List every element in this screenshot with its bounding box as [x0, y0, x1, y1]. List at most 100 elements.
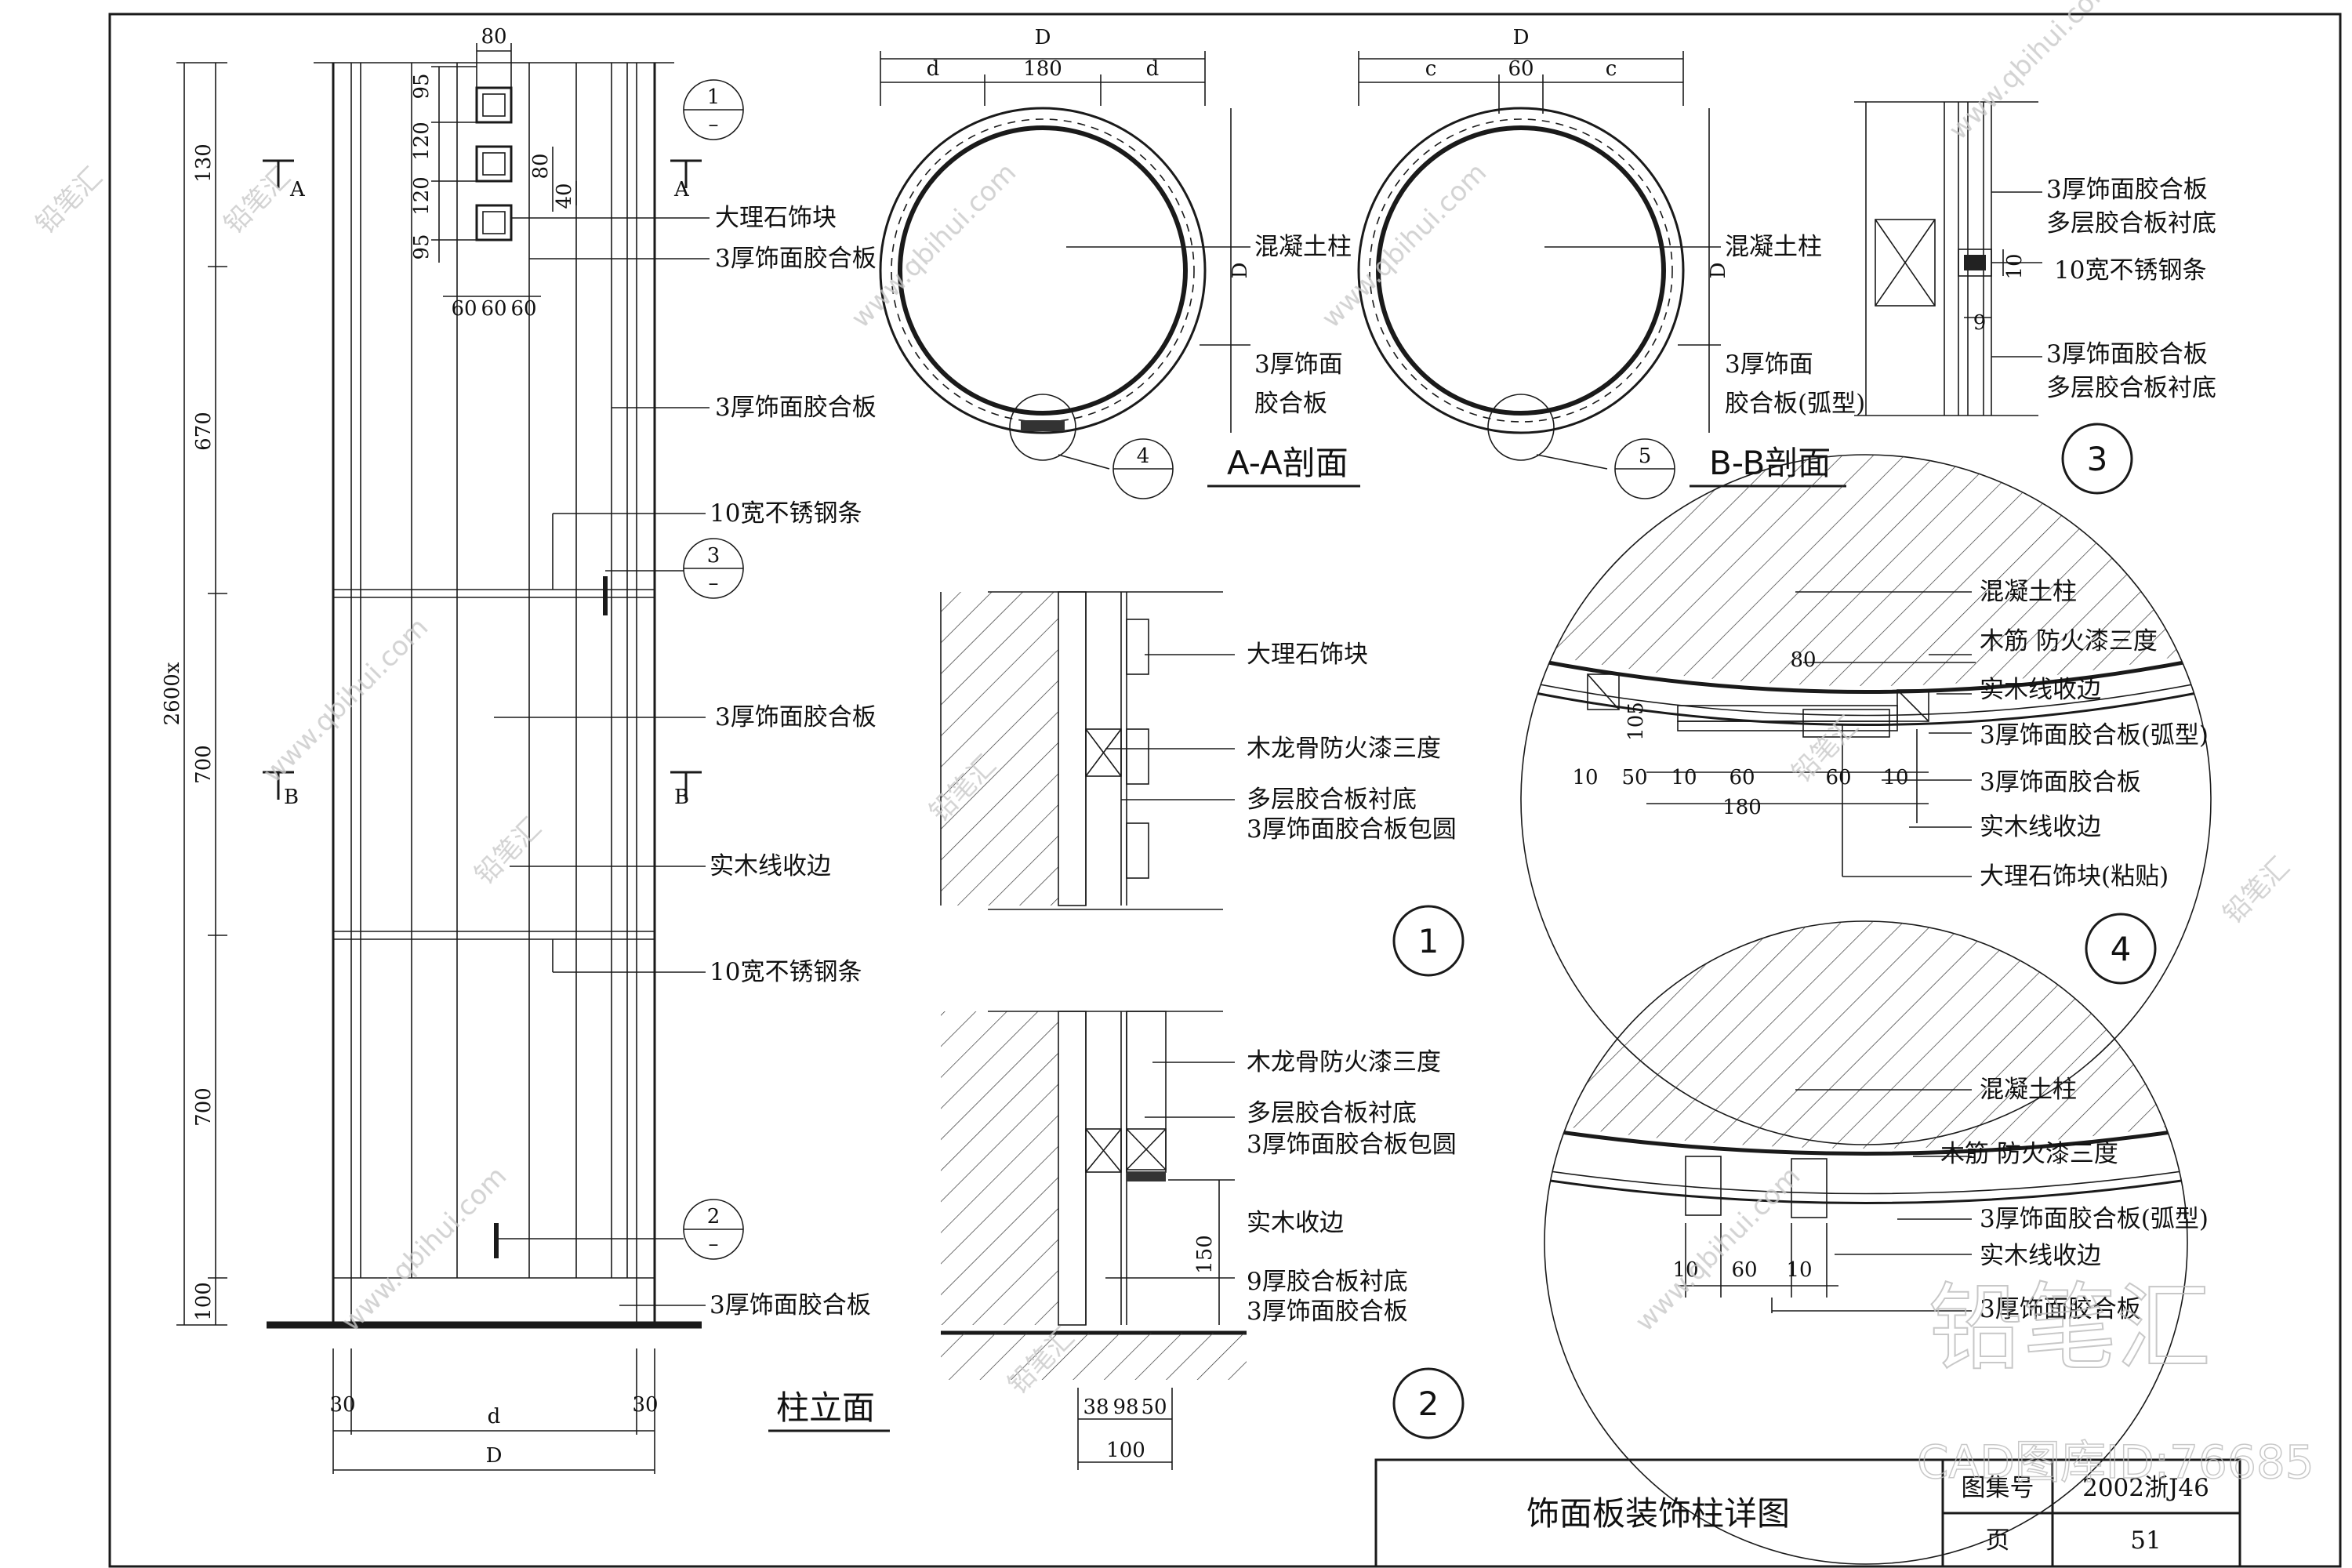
d4-dim: 180	[1722, 796, 1762, 819]
stack-dim: 120	[410, 122, 434, 161]
d2-dim: 38	[1083, 1396, 1109, 1419]
d1-number: 1	[1418, 922, 1439, 960]
d2-label: 木龙骨防火漆三度	[1247, 1048, 1441, 1076]
d5-dim: 10	[1672, 1258, 1698, 1282]
aa-dim: d	[1146, 57, 1160, 81]
bb-dim: c	[1606, 57, 1617, 81]
elev-label: 3厚饰面胶合板	[715, 394, 877, 422]
watermark-layer: 铅笔汇 铅笔汇 www.qbihui.com www.qbihui.com ww…	[30, 0, 2314, 1490]
atlas-number: 2002浙J46	[2082, 1474, 2209, 1502]
elev-label: 10宽不锈钢条	[710, 499, 862, 528]
page-number: 51	[2130, 1526, 2161, 1555]
elevation-title: 柱立面	[776, 1388, 875, 1427]
d4-label: 3厚饰面胶合板(弧型)	[1980, 721, 2209, 750]
marble-block	[475, 145, 513, 183]
d3-label: 10宽不锈钢条	[2054, 256, 2206, 285]
drawing-title: 饰面板装饰柱详图	[1526, 1494, 1790, 1533]
aa-dim: 180	[1023, 57, 1062, 81]
section-a-a: D d 180 d D 混凝土柱 3厚饰面 胶合板 4 A-A剖面	[879, 26, 1360, 499]
aa-label: 胶合板	[1254, 390, 1327, 418]
callout-1: 1	[707, 85, 720, 109]
d1-label: 3厚饰面胶合板包圆	[1247, 815, 1457, 844]
aa-dim: D	[1229, 263, 1252, 279]
elev-label: 实木线收边	[710, 852, 831, 880]
section-mark-b: B	[674, 786, 689, 809]
elev-label: 3厚饰面胶合板	[715, 245, 877, 273]
elev-label: 3厚饰面胶合板	[710, 1291, 871, 1319]
d2-dim: 100	[1106, 1439, 1145, 1462]
d3-label: 多层胶合板衬底	[2046, 374, 2216, 402]
d4-label: 大理石饰块(粘贴)	[1980, 862, 2169, 891]
detail-1: 大理石饰块 木龙骨防火漆三度 多层胶合板衬底 3厚饰面胶合板包圆 1	[940, 591, 1465, 977]
aa-label: 3厚饰面	[1254, 350, 1343, 379]
watermark-id: CAD图库ID:76685	[1917, 1436, 2314, 1489]
page-label: 页	[1986, 1526, 2010, 1555]
d4-dim: 10	[1671, 766, 1697, 789]
d5-label: 木筋 防火漆三度	[1940, 1140, 2118, 1168]
d4-dim: 80	[1790, 648, 1816, 672]
d4-label: 3厚饰面胶合板	[1980, 768, 2141, 797]
sheet-border	[108, 13, 2342, 1568]
d2-dim: 150	[1193, 1235, 1217, 1274]
d2-label: 9厚胶合板衬底	[1247, 1268, 1408, 1296]
bottom-dim: 60	[510, 297, 536, 321]
bb-dim: D	[1513, 26, 1530, 49]
d5-label: 3厚饰面胶合板	[1980, 1295, 2141, 1323]
d5-dim: 10	[1786, 1258, 1812, 1282]
d4-dim: 105	[1624, 702, 1648, 741]
d3-label: 多层胶合板衬底	[2046, 209, 2216, 238]
marble-block	[475, 86, 513, 124]
aa-dim: D	[1035, 26, 1051, 49]
d4-dim: 10	[1882, 766, 1908, 789]
watermark-logo: 铅笔汇	[218, 162, 296, 240]
d2-label: 多层胶合板衬底	[1247, 1099, 1417, 1127]
d3-label: 3厚饰面胶合板	[2046, 176, 2208, 204]
d3-label: 3厚饰面胶合板	[2046, 340, 2208, 368]
bb-label: 3厚饰面	[1725, 350, 1813, 379]
d4-number: 4	[2111, 930, 2132, 968]
watermark-url: www.qbihui.com	[257, 612, 434, 789]
d3-dim: 9	[1973, 311, 1987, 335]
detail-5: 10 60 10 混凝土柱 木筋 防火漆三度 3厚饰面胶合板(弧型) 实木线收边…	[1544, 920, 2209, 1565]
d4-dim: 60	[1729, 766, 1755, 789]
segment-dim: 130	[192, 143, 216, 183]
section-mark-a: A	[289, 178, 306, 201]
elev-label: 大理石饰块	[715, 204, 837, 232]
bb-label: 混凝土柱	[1725, 233, 1822, 261]
d5-label: 混凝土柱	[1980, 1076, 2077, 1104]
title-block: 饰面板装饰柱详图 图集号 2002浙J46 页 51	[1374, 1458, 2241, 1568]
d1-label: 大理石饰块	[1247, 641, 1368, 669]
watermark-logo: 铅笔汇	[2217, 851, 2296, 930]
aa-title: A-A剖面	[1227, 444, 1348, 482]
bb-dim: 60	[1508, 57, 1534, 81]
d2-label: 实木收边	[1247, 1209, 1344, 1237]
d4-label: 木筋 防火漆三度	[1980, 627, 2158, 655]
segment-dim: 700	[192, 1087, 216, 1127]
d4-label: 实木线收边	[1980, 813, 2101, 841]
svg-text:–: –	[709, 113, 719, 136]
d4-dim: 50	[1621, 766, 1647, 789]
bb-dim: c	[1425, 57, 1437, 81]
bb-label: 胶合板(弧型)	[1725, 390, 1865, 418]
d1-label: 木龙骨防火漆三度	[1247, 735, 1441, 763]
stack-dim: 120	[410, 176, 434, 216]
bb-callout: 5	[1639, 445, 1652, 468]
bottom-dim: 60	[451, 297, 477, 321]
svg-text:–: –	[709, 572, 719, 595]
watermark-url: www.qbihui.com	[1943, 0, 2120, 146]
watermark-logo: 铅笔汇	[30, 162, 108, 240]
base-dim: d	[488, 1405, 501, 1428]
top-width-dim: 80	[481, 25, 506, 49]
bb-dim: D	[1707, 263, 1730, 279]
d5-label: 3厚饰面胶合板(弧型)	[1980, 1205, 2209, 1233]
d4-dim: 10	[1572, 766, 1598, 789]
base-dim: 30	[329, 1393, 355, 1417]
column-elevation: 130 670 700 700 100 2600x 80 95 120 120 …	[161, 25, 890, 1474]
d3-number: 3	[2087, 440, 2108, 478]
elev-label: 10宽不锈钢条	[710, 958, 862, 986]
section-mark-b: B	[284, 786, 299, 809]
d4-label: 混凝土柱	[1980, 578, 2077, 606]
d2-number: 2	[1418, 1385, 1439, 1423]
stack-dim: 95	[410, 234, 434, 260]
